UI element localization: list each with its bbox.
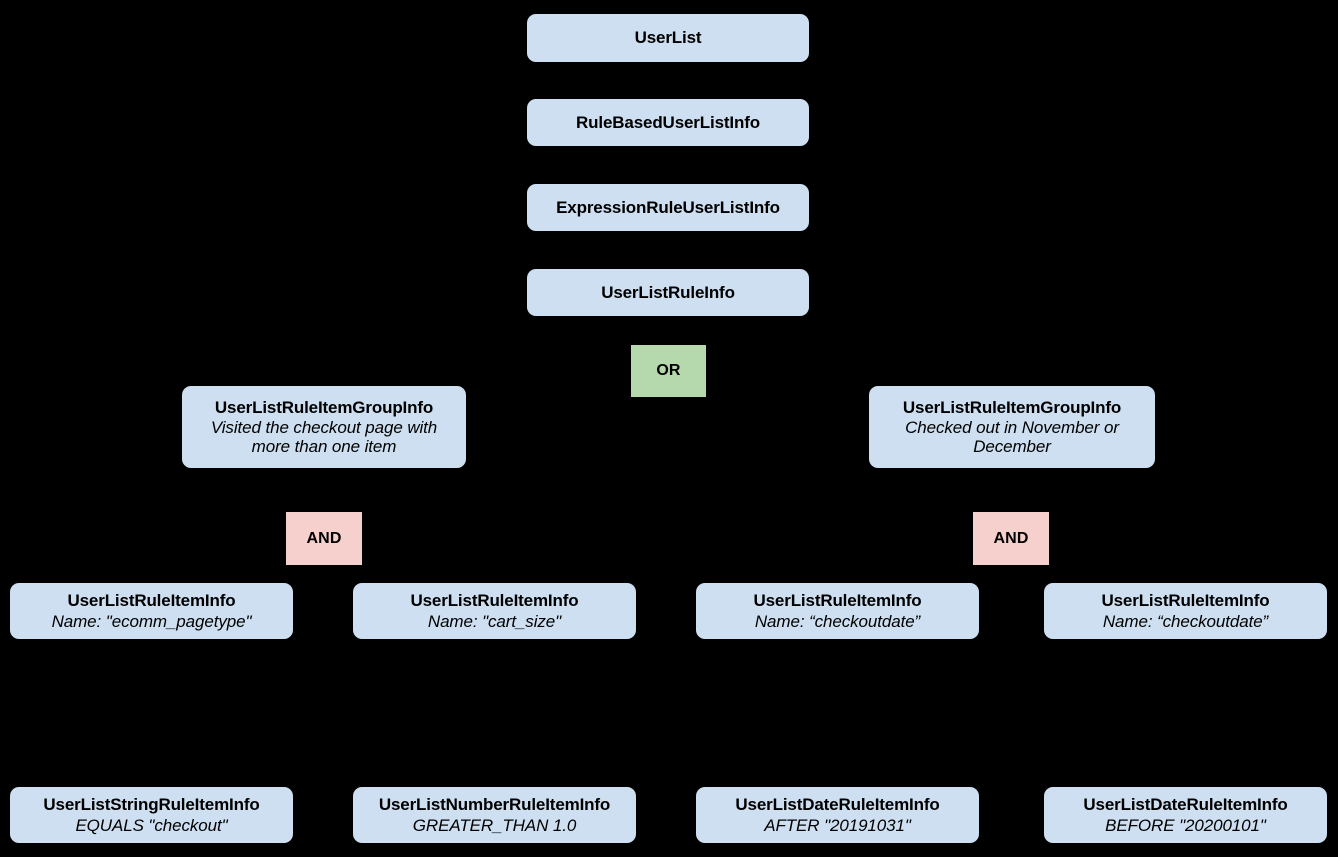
arrowhead-item-1: [145, 575, 159, 584]
node-title: UserListRuleItemInfo: [753, 591, 922, 611]
node-title: UserListNumberRuleItemInfo: [378, 795, 611, 815]
node-subtitle: GREATER_THAN 1.0: [412, 815, 577, 835]
arrowhead-item-4: [1178, 575, 1192, 584]
node-title: UserListRuleItemInfo: [1101, 591, 1270, 611]
arrowhead-leaf-3: [831, 779, 845, 788]
edge-item-3-to-leaf-3: [837, 639, 839, 787]
arrowhead-rulebased: [661, 89, 675, 98]
node-title: ExpressionRuleUserListInfo: [556, 197, 780, 217]
node-expressionruleuserlistinfo[interactable]: ExpressionRuleUserListInfo: [527, 184, 809, 231]
node-subtitle: EQUALS "checkout": [75, 815, 228, 835]
node-title: UserListStringRuleItemInfo: [43, 795, 260, 815]
node-subtitle: Checked out in November or December: [905, 417, 1119, 457]
node-title: UserListDateRuleItemInfo: [735, 795, 940, 815]
node-item-cart-size[interactable]: UserListRuleItemInfo Name: "cart_size": [353, 583, 636, 639]
node-leaf-date-after[interactable]: UserListDateRuleItemInfo AFTER "20191031…: [696, 787, 979, 843]
edge-userlistruleinfo-to-or: [667, 316, 669, 346]
node-item-checkoutdate-after[interactable]: UserListRuleItemInfo Name: “checkoutdate…: [696, 583, 979, 639]
arrowhead-group-left: [317, 379, 331, 388]
node-subtitle: AFTER "20191031": [764, 815, 911, 835]
edge-branch-horizontal-right: [668, 340, 1012, 342]
arrowhead-leaf-4: [1178, 779, 1192, 788]
edge-branch-horizontal-left: [323, 340, 668, 342]
node-userlist[interactable]: UserList: [527, 14, 809, 62]
node-leaf-string-equals-checkout[interactable]: UserListStringRuleItemInfo EQUALS "check…: [10, 787, 293, 843]
node-title: UserListRuleItemGroupInfo: [902, 397, 1122, 417]
node-title: UserListRuleItemInfo: [67, 591, 236, 611]
node-subtitle: BEFORE "20200101": [1105, 815, 1266, 835]
node-item-ecomm-pagetype[interactable]: UserListRuleItemInfo Name: "ecomm_pagety…: [10, 583, 293, 639]
node-title: UserListRuleInfo: [601, 282, 735, 302]
edge-item-4-to-leaf-4: [1184, 639, 1186, 787]
operator-label: AND: [993, 529, 1029, 547]
node-subtitle: Name: "cart_size": [427, 611, 562, 631]
edge-userlist-to-rulebased: [667, 62, 669, 98]
edge-item-row-horizontal-right: [837, 490, 1185, 492]
node-title: UserListDateRuleItemInfo: [1083, 795, 1288, 815]
arrowhead-expressionrule: [661, 174, 675, 183]
node-subtitle: Name: “checkoutdate”: [754, 611, 921, 631]
edge-rulebased-to-expressionrule: [667, 147, 669, 183]
node-rulebaseduserlistinfo[interactable]: RuleBasedUserListInfo: [527, 99, 809, 146]
arrowhead-item-3: [831, 575, 845, 584]
node-subtitle: Name: “checkoutdate”: [1102, 611, 1269, 631]
node-subtitle: Visited the checkout page with more than…: [210, 417, 438, 457]
edge-item-1-to-leaf-1: [151, 639, 153, 787]
edge-userlistruleinfo-to-group-left: [323, 340, 325, 388]
arrowhead-group-right: [1004, 379, 1018, 388]
arrowhead-item-2: [488, 575, 502, 584]
node-title: RuleBasedUserListInfo: [576, 112, 760, 132]
edge-group-left-to-item-2: [494, 490, 496, 584]
node-group-right[interactable]: UserListRuleItemGroupInfo Checked out in…: [869, 386, 1155, 468]
node-subtitle: Name: "ecomm_pagetype": [51, 611, 252, 631]
edge-userlistruleinfo-to-group-right: [1010, 340, 1012, 388]
node-userlistruleinfo[interactable]: UserListRuleInfo: [527, 269, 809, 316]
edge-expressionrule-to-userlistruleinfo: [667, 232, 669, 268]
node-leaf-date-before[interactable]: UserListDateRuleItemInfo BEFORE "2020010…: [1044, 787, 1327, 843]
node-leaf-number-greater-than[interactable]: UserListNumberRuleItemInfo GREATER_THAN …: [353, 787, 636, 843]
operator-label: AND: [306, 529, 342, 547]
operator-label: OR: [656, 362, 681, 380]
node-and-right[interactable]: AND: [973, 512, 1049, 565]
edge-item-row-horizontal-left: [151, 490, 496, 492]
arrowhead-leaf-1: [145, 779, 159, 788]
node-title: UserListRuleItemInfo: [410, 591, 579, 611]
node-item-checkoutdate-before[interactable]: UserListRuleItemInfo Name: “checkoutdate…: [1044, 583, 1327, 639]
node-group-left[interactable]: UserListRuleItemGroupInfo Visited the ch…: [182, 386, 466, 468]
edge-item-2-to-leaf-2: [494, 639, 496, 787]
node-title: UserListRuleItemGroupInfo: [214, 397, 434, 417]
arrowhead-leaf-2: [488, 779, 502, 788]
node-or-operator[interactable]: OR: [631, 345, 706, 397]
edge-group-left-to-item-1: [151, 490, 153, 584]
arrowhead-userlistruleinfo: [661, 259, 675, 268]
node-and-left[interactable]: AND: [286, 512, 362, 565]
edge-group-right-to-item-3: [837, 490, 839, 584]
edge-group-right-to-item-4: [1184, 490, 1186, 584]
node-title: UserList: [634, 28, 702, 48]
